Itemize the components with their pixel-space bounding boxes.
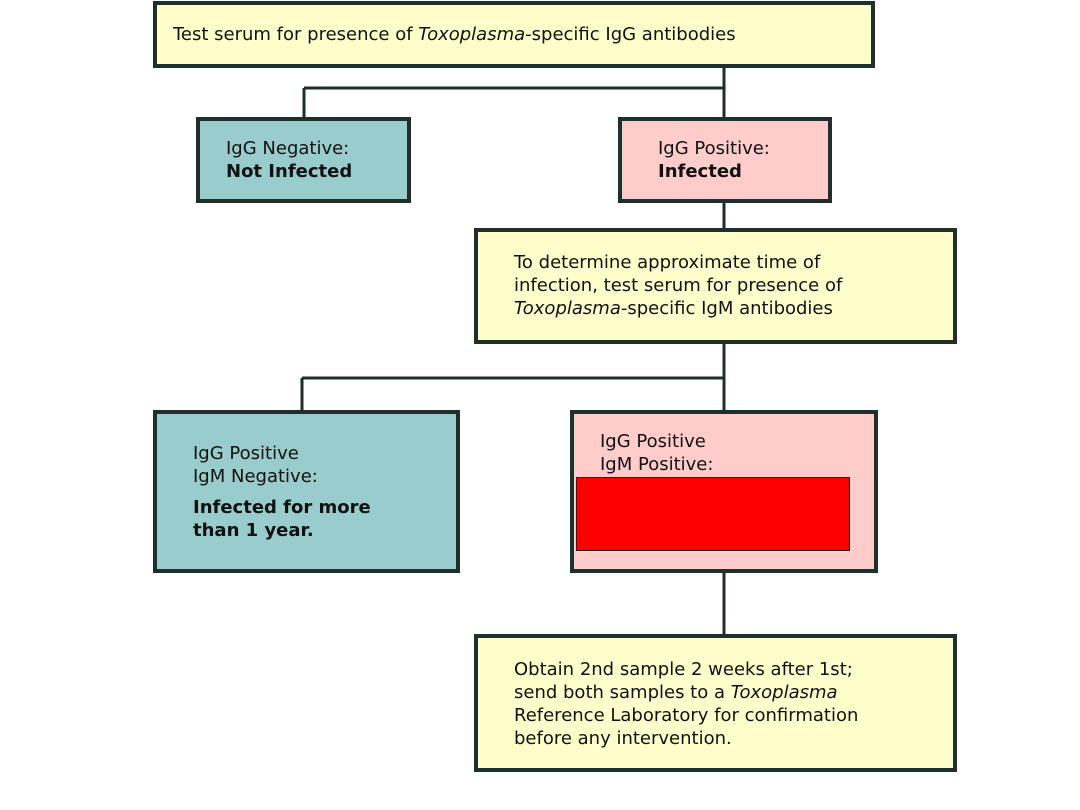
redaction-block (576, 477, 850, 551)
reference-lab-line-2: send both samples to a Toxoplasma (514, 681, 953, 704)
igm-negative-line-2: IgM Negative: (193, 466, 318, 487)
igg-test-text: Test serum for presence of Toxoplasma-sp… (173, 23, 871, 46)
igm-test-line-3-end: -specific IgM antibodies (620, 298, 833, 319)
igg-positive-box: IgG Positive: Infected (618, 117, 832, 203)
igm-negative-box: IgG Positive IgM Negative: Infected for … (153, 410, 460, 573)
reference-lab-box: Obtain 2nd sample 2 weeks after 1st; sen… (474, 634, 957, 772)
igm-negative-result-line-1: Infected for more (193, 497, 371, 518)
igg-test-text-start: Test serum for presence of (173, 24, 419, 45)
reference-lab-line-4: before any intervention. (514, 728, 732, 749)
igm-positive-line-1: IgG Positive (600, 431, 706, 452)
reference-lab-organism: Toxoplasma (730, 682, 838, 703)
igg-test-text-end: -specific IgG antibodies (525, 24, 736, 45)
igm-test-organism: Toxoplasma (514, 298, 621, 319)
igm-test-line-3: Toxoplasma-specific IgM antibodies (514, 297, 953, 320)
igm-negative-spacer (193, 488, 456, 496)
igg-negative-result: Not Infected (226, 161, 353, 182)
igm-positive-line-2: IgM Positive: (600, 454, 714, 475)
reference-lab-line-3: Reference Laboratory for confirmation (514, 705, 859, 726)
reference-lab-line-2-start: send both samples to a (514, 682, 731, 703)
igm-negative-line-1: IgG Positive (193, 443, 299, 464)
igm-test-box: To determine approximate time of infecti… (474, 228, 957, 344)
igg-negative-label: IgG Negative: (226, 138, 350, 159)
igm-test-line-1: To determine approximate time of (514, 252, 821, 273)
igg-negative-box: IgG Negative: Not Infected (196, 117, 411, 203)
igg-positive-result: Infected (658, 161, 742, 182)
igg-positive-label: IgG Positive: (658, 138, 770, 159)
igm-test-line-2: infection, test serum for presence of (514, 275, 843, 296)
reference-lab-line-1: Obtain 2nd sample 2 weeks after 1st; (514, 659, 853, 680)
igg-test-box: Test serum for presence of Toxoplasma-sp… (153, 1, 875, 68)
igm-negative-result-line-2: than 1 year. (193, 520, 314, 541)
igg-test-organism: Toxoplasma (418, 24, 526, 45)
